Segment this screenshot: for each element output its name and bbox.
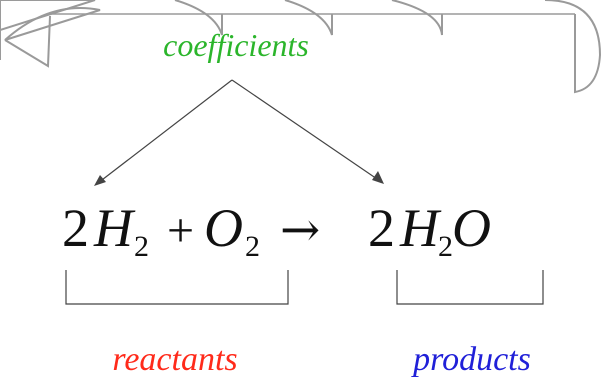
plus-sign: + [167,204,194,257]
frame-arch-2 [284,0,333,36]
subscript-1: 2 [134,230,149,263]
frame-top-arch-left [4,7,101,41]
oxygen-symbol: O [204,198,243,258]
coefficient-1: 2 [62,198,89,258]
frame-bottom-left-flap [4,15,51,68]
hydrogen-symbol: H [93,198,136,258]
arrow-to-first-coefficient [97,79,233,184]
decorative-frame [0,0,602,94]
reactants-bracket [65,270,289,305]
coefficient-2: 2 [368,198,395,258]
arrowhead-left-icon [94,175,106,186]
chemical-equation: 2 H 2 + O 2 → 2 H 2 O [62,198,491,263]
subscript-3: 2 [438,230,453,263]
frame-arch-3 [391,0,443,36]
arrowhead-right-icon [372,171,384,184]
water-hydrogen-symbol: H [399,198,442,258]
frame-right-curve [544,0,602,94]
reaction-arrow: → [280,202,320,258]
products-bracket [396,270,544,305]
arrow-to-second-coefficient [231,79,381,182]
coefficient-arrows [94,79,384,186]
water-oxygen-symbol: O [452,198,491,258]
subscript-2: 2 [245,230,260,263]
frame-left-tab [0,0,96,60]
reactants-label: reactants [112,341,237,378]
coefficients-label: coefficients [163,27,309,63]
products-label: products [411,341,531,378]
frame-arch-1 [174,0,223,36]
